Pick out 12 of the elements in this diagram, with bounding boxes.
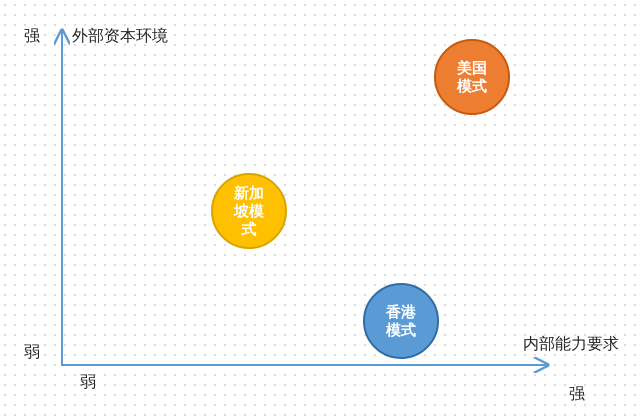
axis-label: 强 — [569, 386, 585, 402]
bubble-label: 新加坡模式 — [233, 184, 265, 238]
axis-label: 弱 — [24, 344, 40, 360]
axis-label: 内部能力要求 — [523, 336, 619, 352]
axis-label: 弱 — [80, 374, 96, 390]
axis-label: 强 — [24, 28, 40, 44]
bubble-label: 香港模式 — [385, 303, 417, 339]
bubble-label: 美国模式 — [456, 59, 488, 95]
bubble — [363, 283, 439, 359]
axis-label: 外部资本环境 — [72, 28, 168, 44]
bubble — [434, 39, 510, 115]
bubble — [211, 173, 287, 249]
